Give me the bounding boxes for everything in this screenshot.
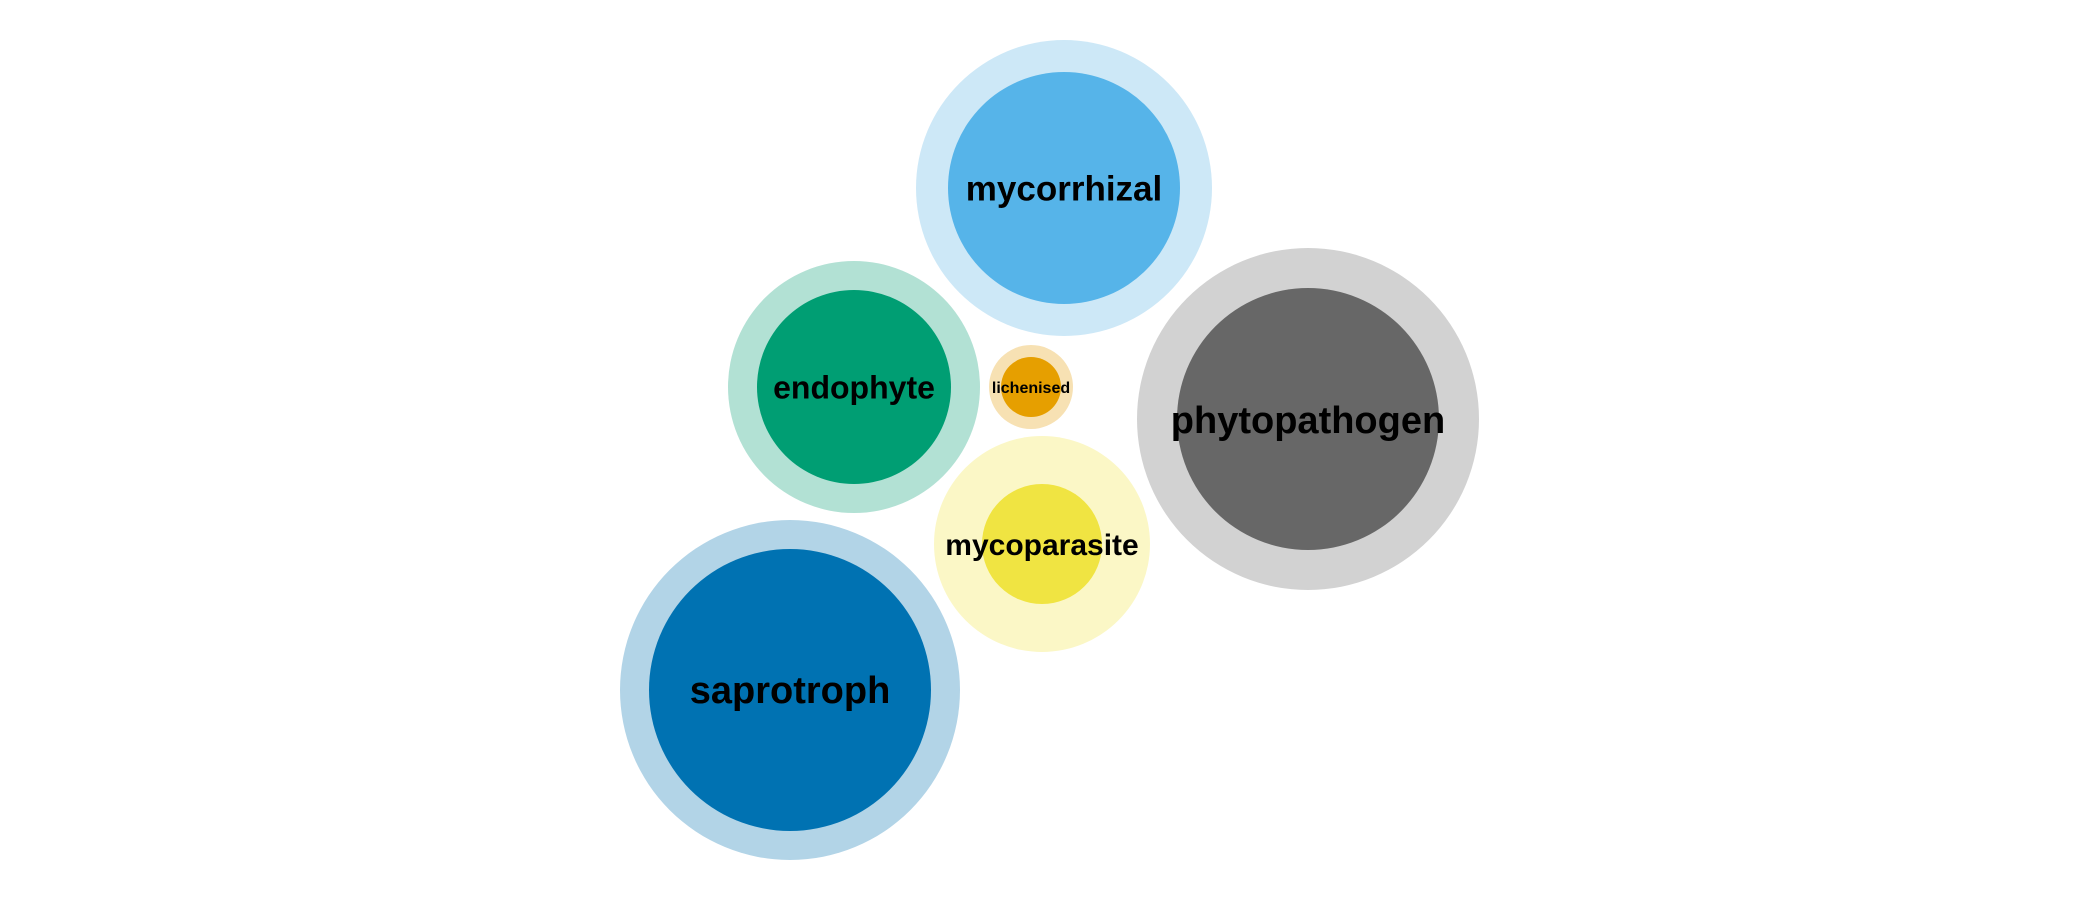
mycoparasite-inner-circle	[982, 484, 1102, 604]
mycoparasite-label: mycoparasite	[945, 529, 1138, 562]
bubble-phytopathogen: phytopathogen	[1137, 248, 1479, 590]
bubble-saprotroph: saprotroph	[620, 520, 960, 860]
bubble-mycoparasite: mycoparasite	[934, 436, 1150, 652]
phytopathogen-inner-circle	[1177, 288, 1439, 550]
endophyte-label: endophyte	[773, 369, 935, 405]
bubble-lichenised: lichenised	[989, 345, 1073, 429]
lichenised-inner-circle	[1001, 357, 1061, 417]
mycorrhizal-label: mycorrhizal	[966, 169, 1162, 208]
saprotroph-label: saprotroph	[690, 670, 891, 712]
endophyte-inner-circle	[757, 290, 951, 484]
bubble-endophyte: endophyte	[728, 261, 980, 513]
lichenised-label: lichenised	[992, 380, 1070, 397]
mycorrhizal-inner-circle	[948, 72, 1180, 304]
phytopathogen-label: phytopathogen	[1171, 400, 1445, 442]
bubble-mycorrhizal: mycorrhizal	[916, 40, 1212, 336]
saprotroph-inner-circle	[649, 549, 931, 831]
